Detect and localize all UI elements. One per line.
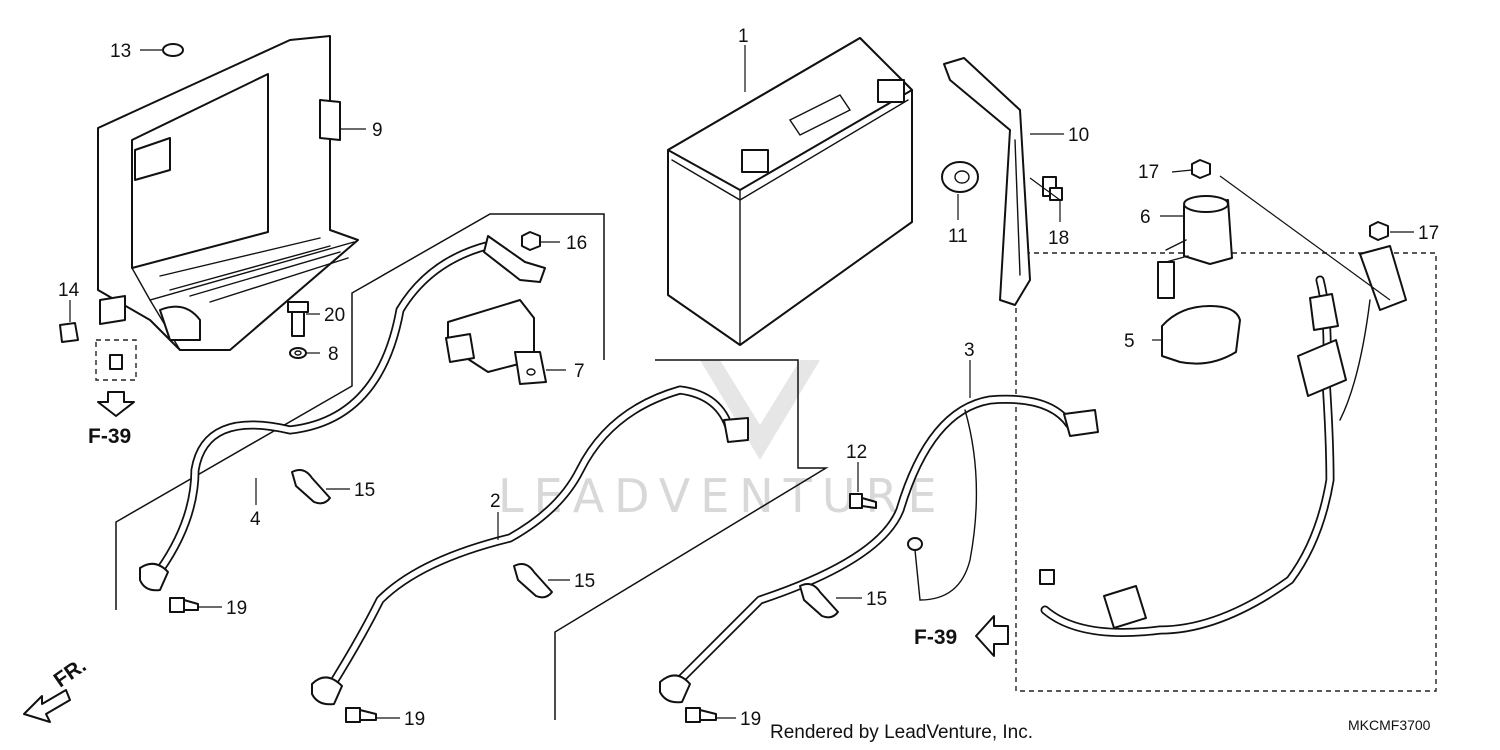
callout-7: 7 [574,361,585,382]
callout-17a: 17 [1138,162,1159,183]
clamp-15b [513,563,553,599]
frame-left-panel [115,213,605,610]
callout-10: 10 [1068,125,1089,146]
callout-12: 12 [846,442,867,463]
callout-11: 11 [948,226,968,247]
callout-3: 3 [964,340,975,361]
render-credit: Rendered by LeadVenture, Inc. [770,722,1033,743]
callout-15c: 15 [866,589,887,610]
ref-f39-right[interactable]: F-39 [914,626,957,649]
cushion-11 [941,161,979,193]
clamp-15a [291,469,331,505]
frame-middle-panel [554,359,829,720]
arrow-left-ref [97,391,135,417]
callout-16: 16 [566,233,587,254]
battery-box [97,35,359,351]
washer-8 [289,347,307,359]
ref-f39-left[interactable]: F-39 [88,425,131,448]
cable-4 [139,235,546,592]
cable-2 [311,385,749,706]
relay-7 [445,299,547,385]
callout-19c: 19 [740,709,761,730]
bolt-12 [849,493,877,509]
bolt-in-box [109,354,123,370]
watermark-logo-mark [700,360,820,460]
callout-6: 6 [1140,207,1151,228]
callout-13: 13 [110,41,131,62]
leader-lines [69,45,1414,719]
callout-2: 2 [490,491,501,512]
sub-harness [1039,245,1407,637]
nut-17a [1191,159,1211,179]
callout-labels: 1 2 3 4 5 6 7 8 9 10 11 12 13 14 15 15 1… [58,26,1439,730]
clamp-15c [799,583,839,619]
bolt-18 [1042,176,1063,201]
callout-20: 20 [324,305,345,326]
bolt-20 [287,301,309,337]
battery-stay-10 [943,57,1031,306]
callout-1: 1 [738,26,749,47]
bolt-19c [685,707,717,723]
battery [667,37,913,346]
callout-17b: 17 [1418,223,1439,244]
clip-nut-14 [59,322,79,343]
bolt-19a [169,597,199,613]
cable-3 [659,394,1099,704]
front-direction-arrow: FR. [23,654,91,723]
front-direction-label: FR. [50,654,91,692]
callout-4: 4 [250,509,261,530]
grommet-13 [162,43,184,57]
bolt-dashed-box [95,339,137,381]
bolt-19b [345,707,377,723]
callout-5: 5 [1124,331,1135,352]
drawing-code: MKCMF3700 [1348,717,1431,733]
nut-17b [1369,221,1389,241]
callout-14: 14 [58,280,80,301]
callout-15b: 15 [574,571,595,592]
callout-19b: 19 [404,709,425,730]
arrow-right-ref [975,615,1009,657]
nut-16 [521,231,541,251]
starter-relay-6 [1157,195,1233,299]
callout-15a: 15 [354,480,375,501]
callout-8: 8 [328,344,339,365]
callout-19a: 19 [226,598,247,619]
callout-18: 18 [1048,228,1069,249]
callout-9: 9 [372,120,383,141]
relay-cover-5 [1161,305,1241,365]
